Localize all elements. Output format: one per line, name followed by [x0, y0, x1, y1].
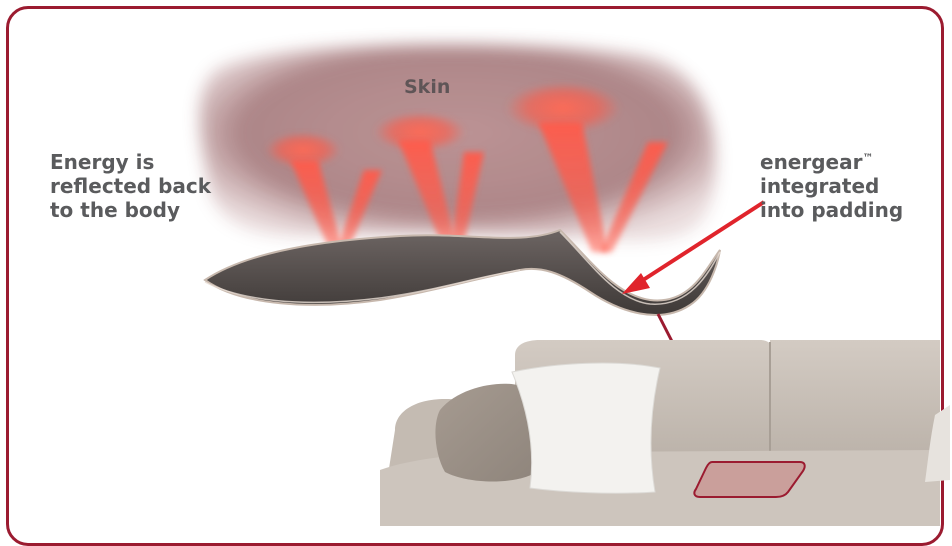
energy-reflected-line-2: reflected back [50, 174, 240, 198]
energear-label: energear™ integrated into padding [760, 150, 940, 222]
energy-reflected-line-3: to the body [50, 198, 240, 222]
energear-line-2: integrated [760, 174, 940, 198]
trademark-symbol: ™ [862, 151, 873, 164]
padding-highlight [694, 462, 804, 497]
energear-brand: energear [760, 150, 862, 174]
energear-line-1: energear™ [760, 150, 940, 174]
energear-fabric [205, 230, 720, 315]
energy-reflected-line-1: Energy is [50, 150, 240, 174]
energear-line-3: into padding [760, 198, 940, 222]
energy-reflected-label: Energy is reflected back to the body [50, 150, 240, 222]
skin-label: Skin [404, 76, 450, 99]
diagram-scene [0, 0, 952, 526]
sofa-image [380, 340, 950, 526]
